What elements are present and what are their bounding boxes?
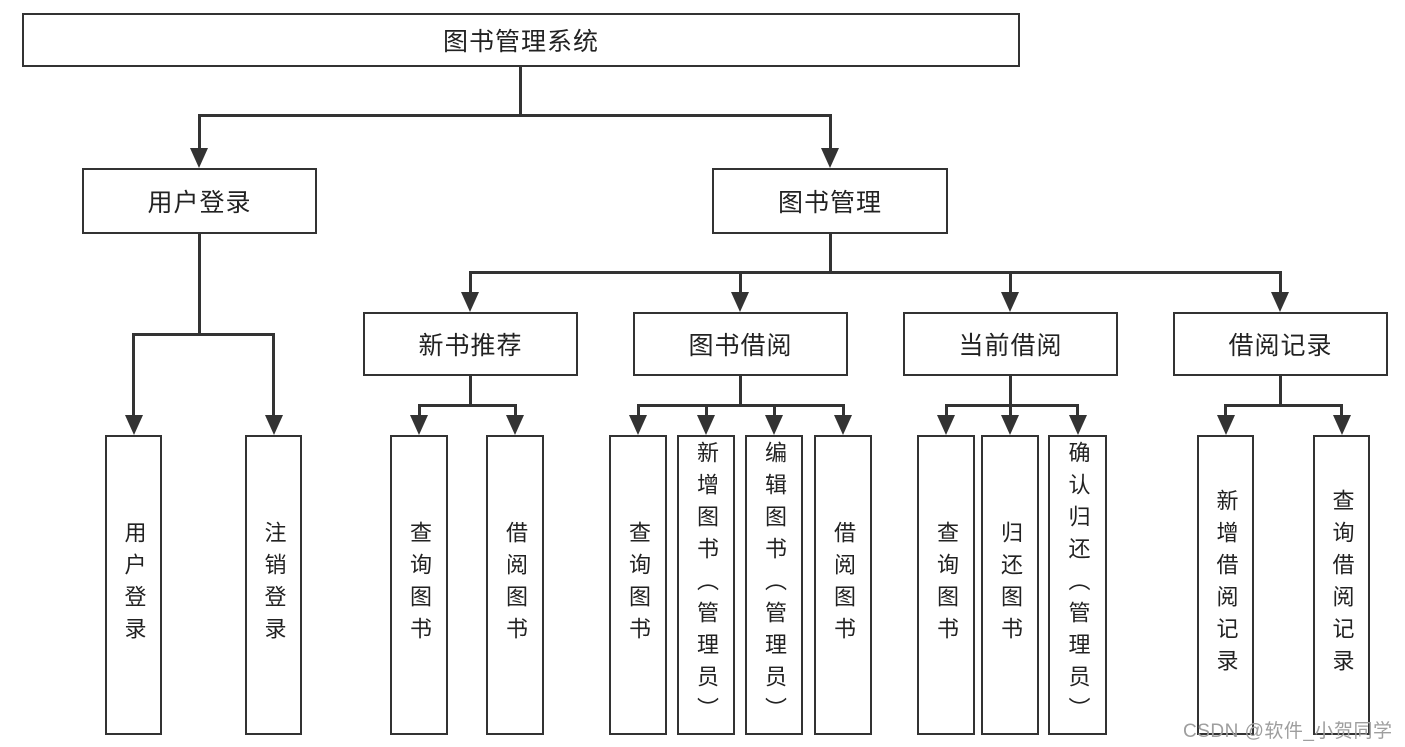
connector-line — [1278, 271, 1282, 293]
connector-line — [1340, 404, 1343, 417]
arrowhead-down-icon — [124, 415, 143, 435]
leaf-user-login-label: 用户登录 — [121, 521, 147, 649]
leaf-query-books-2-label: 查询图书 — [626, 521, 651, 649]
connector-line — [1008, 376, 1012, 406]
leaf-logout-label: 注销登录 — [261, 521, 287, 649]
arrowhead-down-icon — [1216, 415, 1235, 435]
leaf-query-books-3: 查询图书 — [917, 435, 975, 735]
node-new-book-recommend-label: 新书推荐 — [418, 332, 523, 360]
arrowhead-down-icon — [1271, 292, 1289, 312]
connector-line — [1224, 404, 1227, 417]
node-borrowing-records: 借阅记录 — [1173, 312, 1388, 376]
arrowhead-down-icon — [506, 415, 524, 435]
connector-line — [704, 404, 708, 417]
leaf-user-login: 用户登录 — [105, 435, 162, 735]
node-root: 图书管理系统 — [22, 13, 1020, 67]
connector-line — [841, 404, 845, 417]
arrowhead-down-icon — [834, 415, 852, 435]
connector-line — [944, 404, 1079, 407]
leaf-query-books-3-label: 查询图书 — [934, 521, 959, 649]
connector-line — [772, 404, 776, 417]
connector-line — [636, 404, 640, 417]
arrowhead-down-icon — [697, 415, 715, 435]
leaf-query-books-2: 查询图书 — [609, 435, 667, 735]
leaf-add-books-admin: 新增图书（管理员） — [677, 435, 735, 735]
leaf-add-borrow-record: 新增借阅记录 — [1197, 435, 1254, 735]
node-user-login-label: 用户登录 — [147, 189, 252, 217]
arrowhead-down-icon — [1001, 415, 1019, 435]
connector-line — [738, 376, 742, 406]
node-new-book-recommend: 新书推荐 — [363, 312, 578, 376]
arrowhead-down-icon — [264, 415, 283, 435]
node-borrowing-records-label: 借阅记录 — [1228, 332, 1333, 360]
arrowhead-down-icon — [410, 415, 428, 435]
arrowhead-down-icon — [821, 148, 839, 168]
node-current-borrowing-label: 当前借阅 — [958, 332, 1063, 360]
connector-line — [417, 404, 517, 407]
leaf-add-borrow-record-label: 新增借阅记录 — [1213, 489, 1239, 681]
leaf-edit-books-admin: 编辑图书（管理员） — [745, 435, 803, 735]
connector-line — [1008, 404, 1012, 417]
connector-line — [197, 114, 201, 150]
connector-line — [513, 404, 517, 417]
leaf-confirm-return-admin: 确认归还（管理员） — [1048, 435, 1107, 735]
leaf-borrow-books-1-label: 借阅图书 — [503, 521, 528, 649]
connector-line — [1008, 271, 1012, 293]
leaf-add-books-admin-label: 新增图书（管理员） — [694, 441, 719, 729]
leaf-query-borrow-record-label: 查询借阅记录 — [1329, 489, 1355, 681]
arrowhead-down-icon — [190, 148, 208, 168]
connector-line — [132, 333, 135, 417]
leaf-query-books-1: 查询图书 — [390, 435, 448, 735]
leaf-borrow-books-2-label: 借阅图书 — [831, 521, 856, 649]
connector-line — [1278, 376, 1282, 406]
node-book-management-label: 图书管理 — [777, 189, 882, 217]
leaf-return-books: 归还图书 — [981, 435, 1039, 735]
leaf-query-books-1-label: 查询图书 — [407, 521, 432, 649]
connector-line — [468, 271, 1282, 274]
connector-line — [1224, 404, 1343, 407]
leaf-borrow-books-2: 借阅图书 — [814, 435, 872, 735]
leaf-confirm-return-admin-label: 确认归还（管理员） — [1065, 441, 1091, 729]
connector-line — [468, 376, 472, 406]
watermark: CSDN @软件_小贺同学 — [1183, 721, 1393, 742]
connector-line — [197, 114, 832, 117]
connector-line — [636, 404, 845, 407]
arrowhead-down-icon — [731, 292, 749, 312]
leaf-edit-books-admin-label: 编辑图书（管理员） — [762, 441, 787, 729]
node-current-borrowing: 当前借阅 — [903, 312, 1118, 376]
connector-line — [828, 114, 832, 150]
node-user-login: 用户登录 — [82, 168, 317, 234]
node-book-borrowing: 图书借阅 — [633, 312, 848, 376]
connector-line — [519, 67, 522, 116]
connector-line — [738, 271, 742, 293]
connector-line — [944, 404, 948, 417]
leaf-return-books-label: 归还图书 — [998, 521, 1023, 649]
leaf-query-borrow-record: 查询借阅记录 — [1313, 435, 1370, 735]
connector-line — [197, 234, 201, 335]
node-book-borrowing-label: 图书借阅 — [688, 332, 793, 360]
arrowhead-down-icon — [1068, 415, 1087, 435]
node-book-management: 图书管理 — [712, 168, 948, 234]
connector-line — [272, 333, 275, 417]
leaf-borrow-books-1: 借阅图书 — [486, 435, 544, 735]
connector-line — [468, 271, 472, 293]
connector-line — [132, 333, 275, 336]
arrowhead-down-icon — [629, 415, 647, 435]
arrowhead-down-icon — [1001, 292, 1019, 312]
arrowhead-down-icon — [937, 415, 955, 435]
arrowhead-down-icon — [461, 292, 479, 312]
arrowhead-down-icon — [765, 415, 783, 435]
arrowhead-down-icon — [1332, 415, 1351, 435]
connector-line — [1076, 404, 1079, 417]
connector-line — [828, 234, 832, 273]
connector-line — [417, 404, 421, 417]
leaf-logout: 注销登录 — [245, 435, 302, 735]
node-root-label: 图书管理系统 — [442, 28, 599, 56]
